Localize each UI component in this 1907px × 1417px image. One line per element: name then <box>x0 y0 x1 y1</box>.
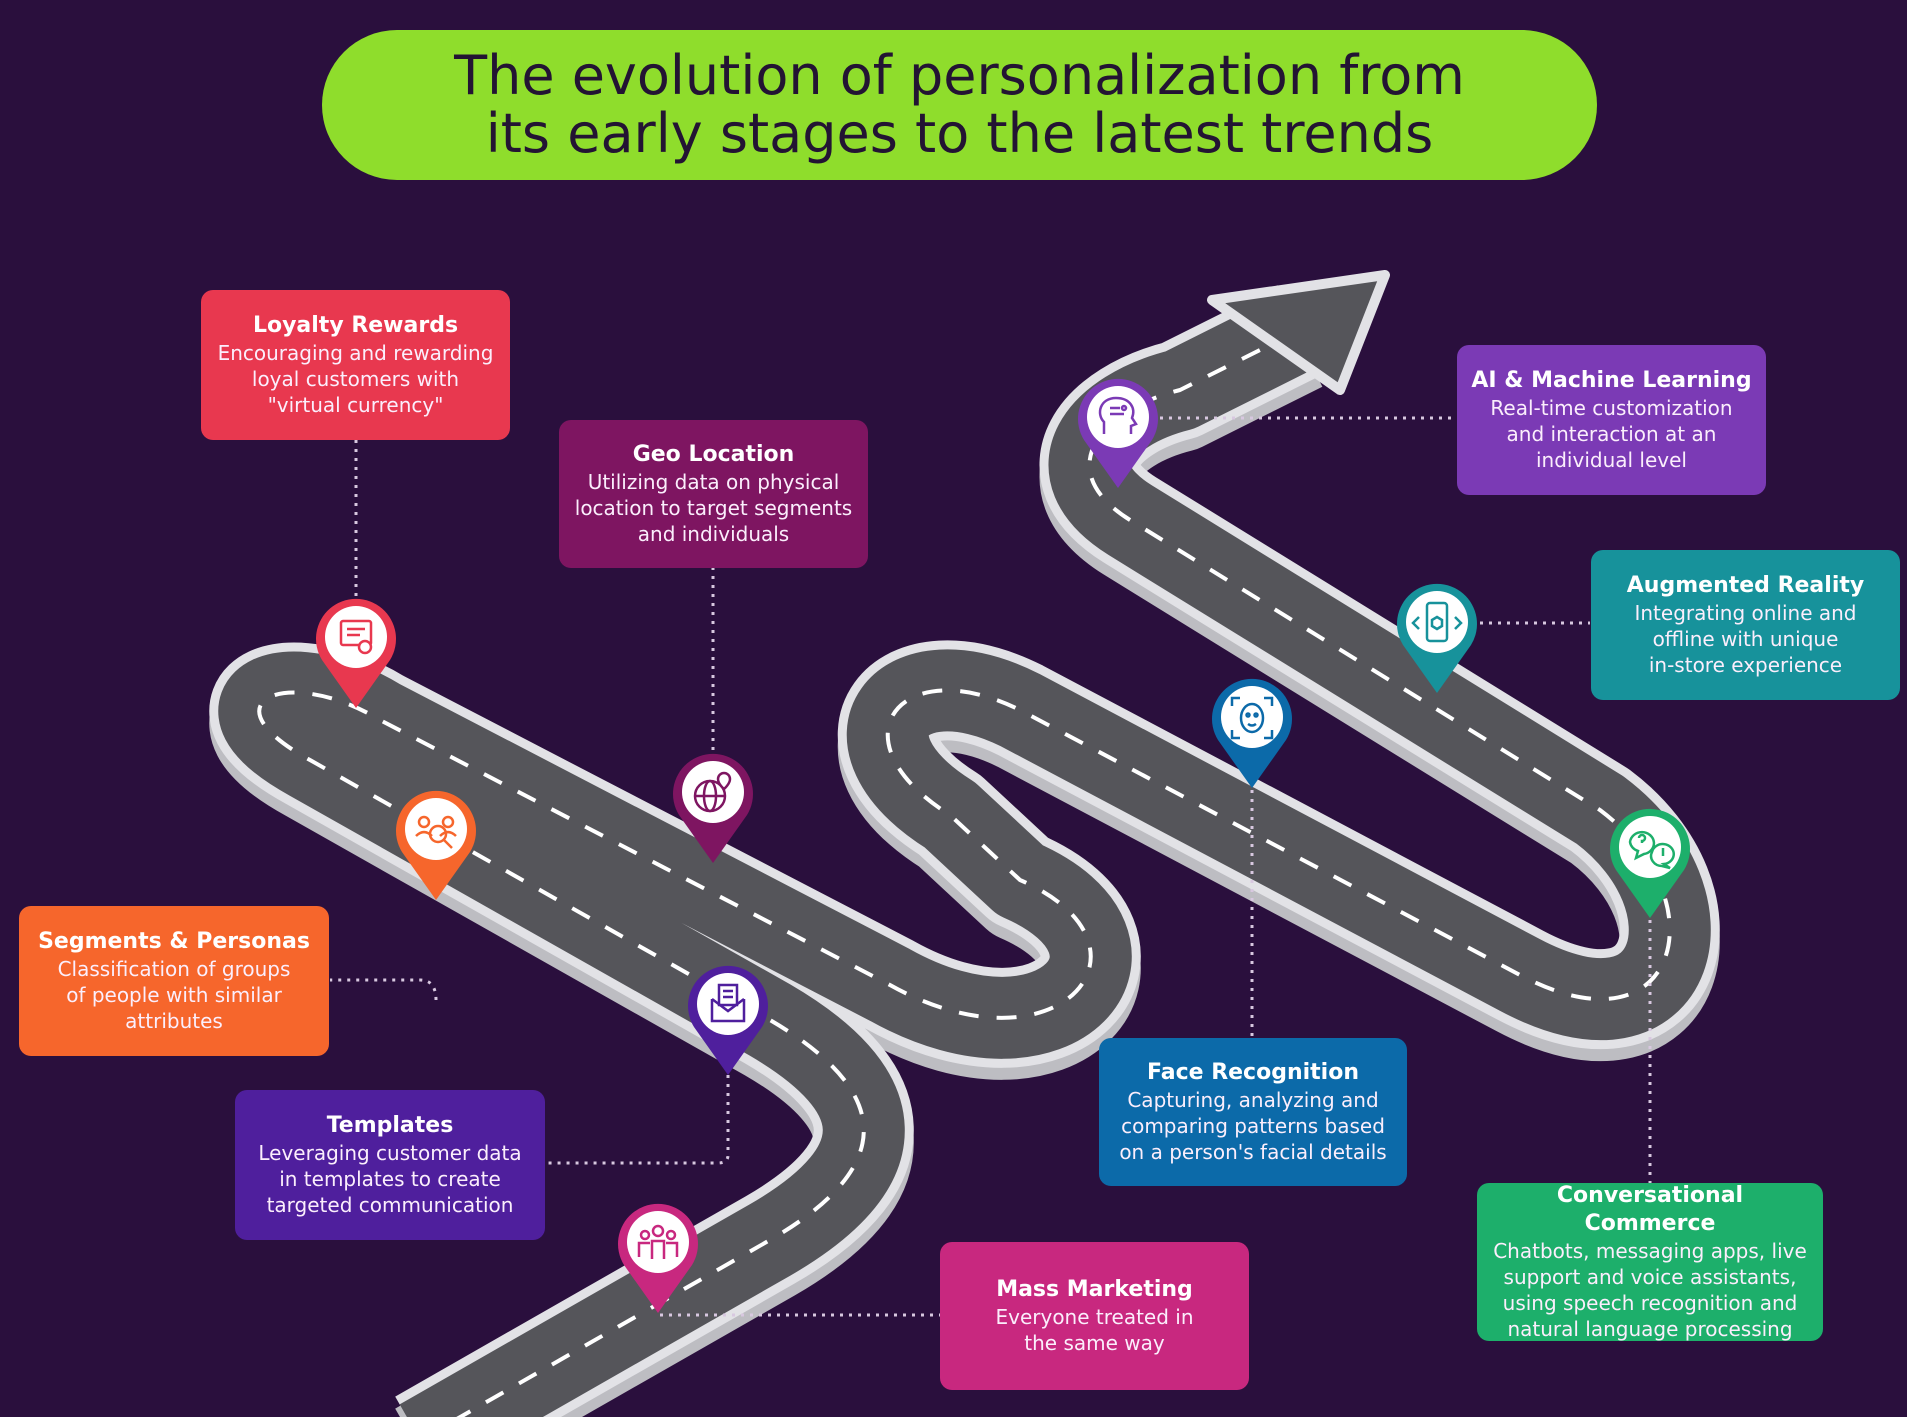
geo-location-description: Utilizing data on physical location to t… <box>574 470 853 546</box>
pin-loyalty <box>316 598 396 708</box>
mass-marketing-description: Everyone treated in the same way <box>995 1305 1194 1355</box>
templates-box: Templates Leveraging customer data in te… <box>235 1090 545 1240</box>
road-arrow-head <box>1207 270 1390 395</box>
envelope-document-icon <box>710 983 746 1023</box>
mass-marketing-box: Mass Marketing Everyone treated in the s… <box>940 1242 1249 1390</box>
augmented-reality-title: Augmented Reality <box>1626 573 1865 598</box>
title-banner: The evolution of personalization from it… <box>322 30 1597 180</box>
face-recognition-description: Capturing, analyzing and comparing patte… <box>1119 1088 1387 1164</box>
dotted-connectors <box>330 416 1652 1317</box>
loyalty-rewards-box: Loyalty Rewards Encouraging and rewardin… <box>201 290 510 440</box>
conversational-commerce-description: Chatbots, messaging apps, live support a… <box>1493 1239 1807 1341</box>
templates-title: Templates <box>326 1113 454 1138</box>
pin-segments <box>396 790 476 900</box>
map-pins <box>316 378 1690 1313</box>
pin-templates <box>688 965 768 1075</box>
templates-description: Leveraging customer data in templates to… <box>258 1141 522 1217</box>
title-line-2: its early stages to the latest trends <box>485 102 1434 165</box>
ai-head-icon <box>1098 396 1138 434</box>
pin-geo <box>673 753 753 863</box>
chat-bubbles-icon <box>1628 830 1676 870</box>
segments-personas-box: Segments & Personas Classification of gr… <box>19 906 329 1056</box>
pin-conversational <box>1610 808 1690 918</box>
pin-ai <box>1078 378 1158 488</box>
face-scan-icon <box>1230 696 1274 740</box>
segments-personas-title: Segments & Personas <box>38 929 310 954</box>
pin-face <box>1212 678 1292 788</box>
augmented-reality-box: Augmented Reality Integrating online and… <box>1591 550 1900 700</box>
geo-location-box: Geo Location Utilizing data on physical … <box>559 420 868 568</box>
loyalty-rewards-title: Loyalty Rewards <box>252 313 459 338</box>
segments-personas-description: Classification of groups of people with … <box>57 957 291 1033</box>
conversational-commerce-title: Conversational Commerce <box>1556 1183 1744 1236</box>
certificate-icon <box>339 619 373 655</box>
ar-phone-icon <box>1411 601 1463 643</box>
ai-machine-learning-title: AI & Machine Learning <box>1471 368 1752 393</box>
conversational-commerce-box: Conversational Commerce Chatbots, messag… <box>1477 1183 1823 1341</box>
mass-marketing-title: Mass Marketing <box>996 1277 1193 1302</box>
loyalty-rewards-description: Encouraging and rewarding loyal customer… <box>217 341 494 417</box>
persona-search-icon <box>415 815 457 849</box>
ai-machine-learning-description: Real-time customization and interaction … <box>1490 396 1733 472</box>
pin-mass <box>618 1203 698 1313</box>
title-line-1: The evolution of personalization from <box>454 44 1465 107</box>
face-recognition-box: Face Recognition Capturing, analyzing an… <box>1099 1038 1407 1186</box>
crowd-icon <box>637 1224 679 1259</box>
pin-ar <box>1397 583 1477 693</box>
geo-location-title: Geo Location <box>632 442 795 467</box>
ai-machine-learning-box: AI & Machine Learning Real-time customiz… <box>1457 345 1766 495</box>
globe-pin-icon <box>693 771 732 813</box>
face-recognition-title: Face Recognition <box>1146 1060 1359 1085</box>
augmented-reality-description: Integrating online and offline with uniq… <box>1634 601 1857 677</box>
